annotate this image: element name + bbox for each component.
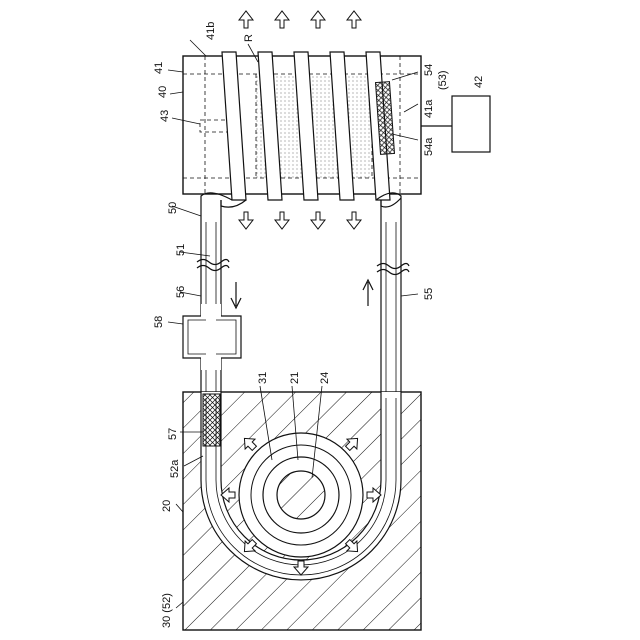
- heat-source-block: [183, 392, 421, 630]
- label-53: (53): [437, 70, 449, 90]
- label-42: 42: [473, 76, 485, 88]
- flow-arrow-up: [363, 280, 373, 306]
- label-41b: 41b: [205, 22, 217, 40]
- condenser-block: [183, 52, 452, 207]
- label-52a: 52a: [169, 459, 181, 478]
- label-55: 55: [423, 288, 435, 300]
- label-R: R: [243, 34, 255, 42]
- label-43: 43: [159, 110, 171, 122]
- reservoir-58: [183, 304, 241, 370]
- core-24: [277, 471, 325, 519]
- wick-57: [203, 394, 220, 446]
- label-51: 51: [175, 244, 187, 256]
- label-31: 31: [257, 372, 269, 384]
- label-50: 50: [167, 202, 179, 214]
- controller-42: [452, 96, 490, 152]
- label-41a: 41a: [423, 99, 435, 118]
- label-40: 40: [157, 86, 169, 98]
- label-24: 24: [319, 372, 331, 384]
- label-21: 21: [289, 372, 301, 384]
- label-30-52: 30 (52): [161, 593, 173, 628]
- label-58: 58: [153, 316, 165, 328]
- heat-arrows-top: [239, 11, 361, 28]
- label-54a: 54a: [423, 137, 435, 156]
- label-41: 41: [153, 62, 165, 74]
- label-56: 56: [175, 286, 187, 298]
- label-54: 54: [423, 64, 435, 76]
- heat-arrows-bottom: [239, 212, 361, 229]
- label-57: 57: [167, 428, 179, 440]
- label-20: 20: [161, 500, 173, 512]
- flow-arrow-down: [231, 282, 241, 308]
